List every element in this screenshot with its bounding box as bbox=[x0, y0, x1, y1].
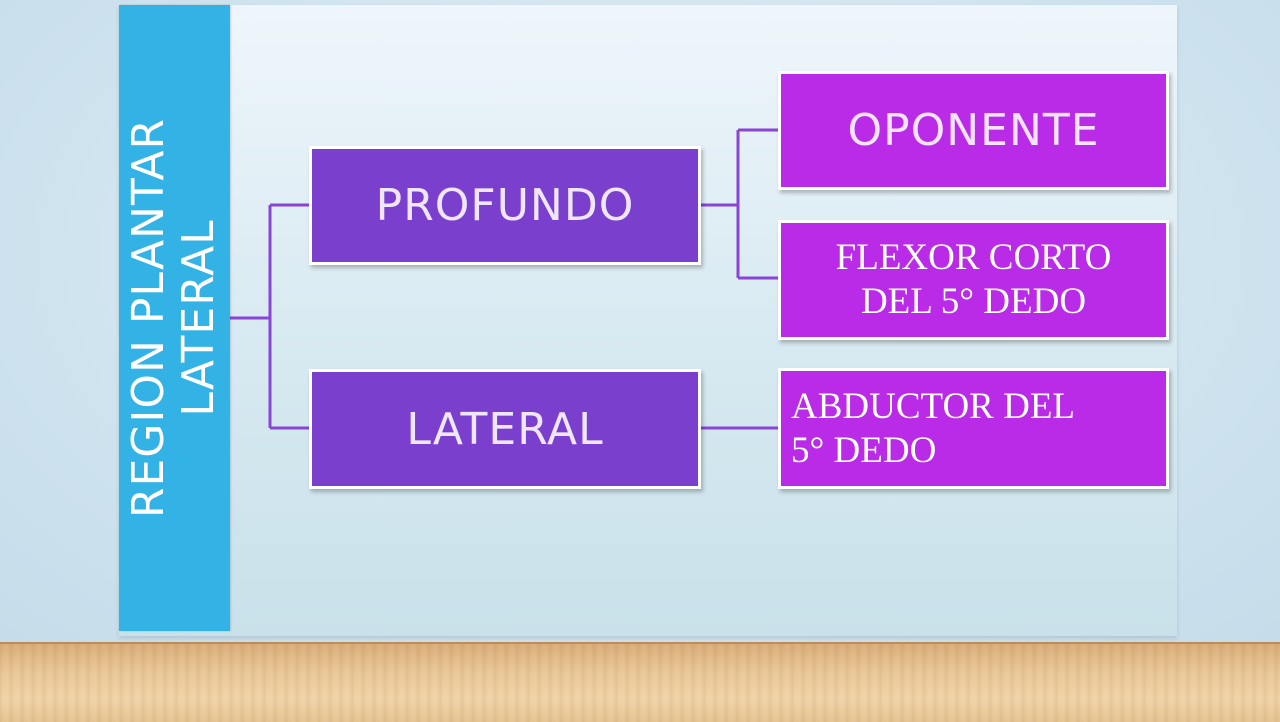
node-flexor-corto: FLEXOR CORTO DEL 5° DEDO bbox=[778, 220, 1169, 340]
node-flexor-line1: FLEXOR CORTO bbox=[835, 237, 1112, 278]
root-node-label: REGION PLANTAR LATERAL bbox=[123, 117, 224, 519]
node-lateral: LATERAL bbox=[309, 369, 701, 489]
node-oponente-label: OPONENTE bbox=[847, 105, 1100, 156]
connector-profundo-to-leaves bbox=[700, 128, 780, 280]
node-oponente: OPONENTE bbox=[778, 71, 1169, 190]
node-abductor-text: ABDUCTOR DEL 5° DEDO bbox=[791, 385, 1075, 473]
node-abductor: ABDUCTOR DEL 5° DEDO bbox=[778, 368, 1169, 489]
node-flexor-corto-text: FLEXOR CORTO DEL 5° DEDO bbox=[836, 236, 1112, 324]
root-label-line1: REGION PLANTAR bbox=[123, 117, 174, 519]
root-label-line2: LATERAL bbox=[173, 219, 224, 417]
node-lateral-label: LATERAL bbox=[406, 403, 604, 455]
node-flexor-line2: DEL 5° DEDO bbox=[860, 281, 1087, 322]
wood-floor-strip bbox=[0, 642, 1280, 722]
connector-root-to-children bbox=[230, 203, 310, 430]
node-abductor-line2: 5° DEDO bbox=[791, 429, 937, 471]
node-abductor-line1: ABDUCTOR DEL bbox=[791, 385, 1076, 427]
node-profundo: PROFUNDO bbox=[309, 146, 701, 265]
node-profundo-label: PROFUNDO bbox=[375, 180, 635, 231]
root-node-region-plantar-lateral bbox=[119, 5, 230, 631]
